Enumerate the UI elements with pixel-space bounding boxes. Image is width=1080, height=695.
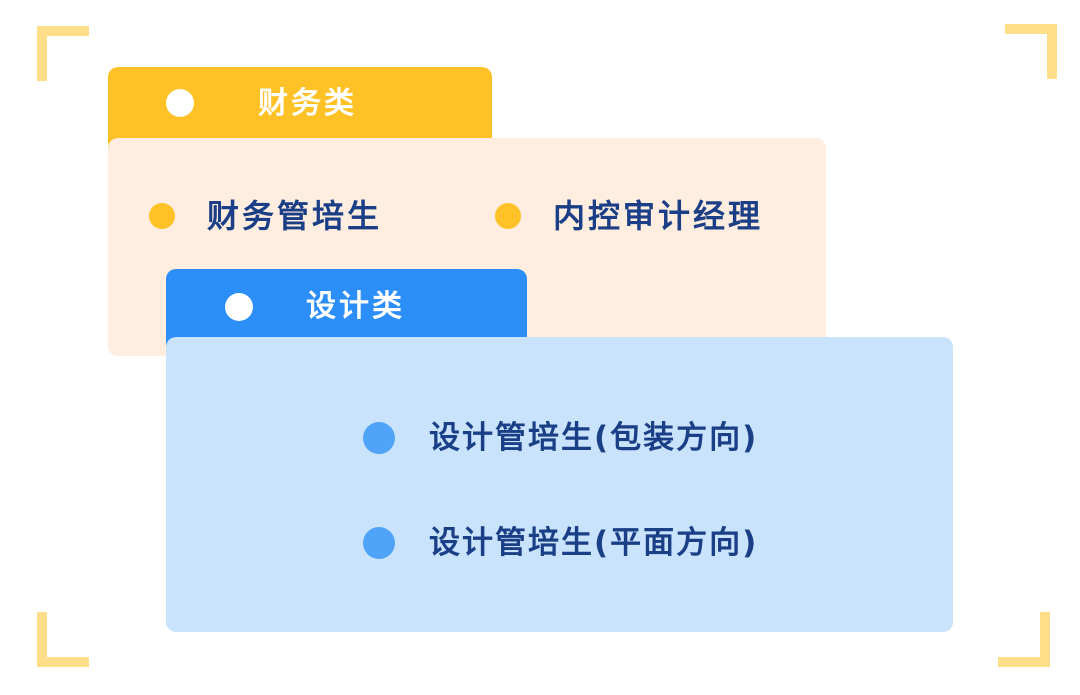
bullet-dot-icon: [363, 527, 395, 559]
corner-bracket-bottom-left: [37, 612, 89, 667]
finance-tab-dot-icon: [166, 89, 194, 117]
design-tab-dot-icon: [225, 293, 253, 321]
list-item: 财务管培生: [149, 196, 382, 236]
list-item: 设计管培生(包装方向): [363, 418, 758, 458]
bullet-dot-icon: [363, 422, 395, 454]
list-item: 设计管培生(平面方向): [363, 523, 758, 563]
design-category-title: 设计类: [306, 289, 405, 324]
design-category-card: 设计管培生(包装方向) 设计管培生(平面方向): [166, 337, 953, 632]
corner-bracket-bottom-right: [998, 612, 1050, 667]
design-job-title: 设计管培生(平面方向): [429, 525, 759, 561]
bullet-dot-icon: [495, 203, 521, 229]
finance-job-title: 内控审计经理: [553, 197, 764, 235]
design-job-title: 设计管培生(包装方向): [429, 420, 759, 456]
bullet-dot-icon: [149, 203, 175, 229]
corner-bracket-top-right: [1005, 24, 1057, 79]
finance-job-title: 财务管培生: [207, 197, 383, 235]
corner-bracket-top-left: [37, 26, 89, 81]
list-item: 内控审计经理: [495, 196, 763, 236]
finance-category-title: 财务类: [258, 86, 357, 121]
